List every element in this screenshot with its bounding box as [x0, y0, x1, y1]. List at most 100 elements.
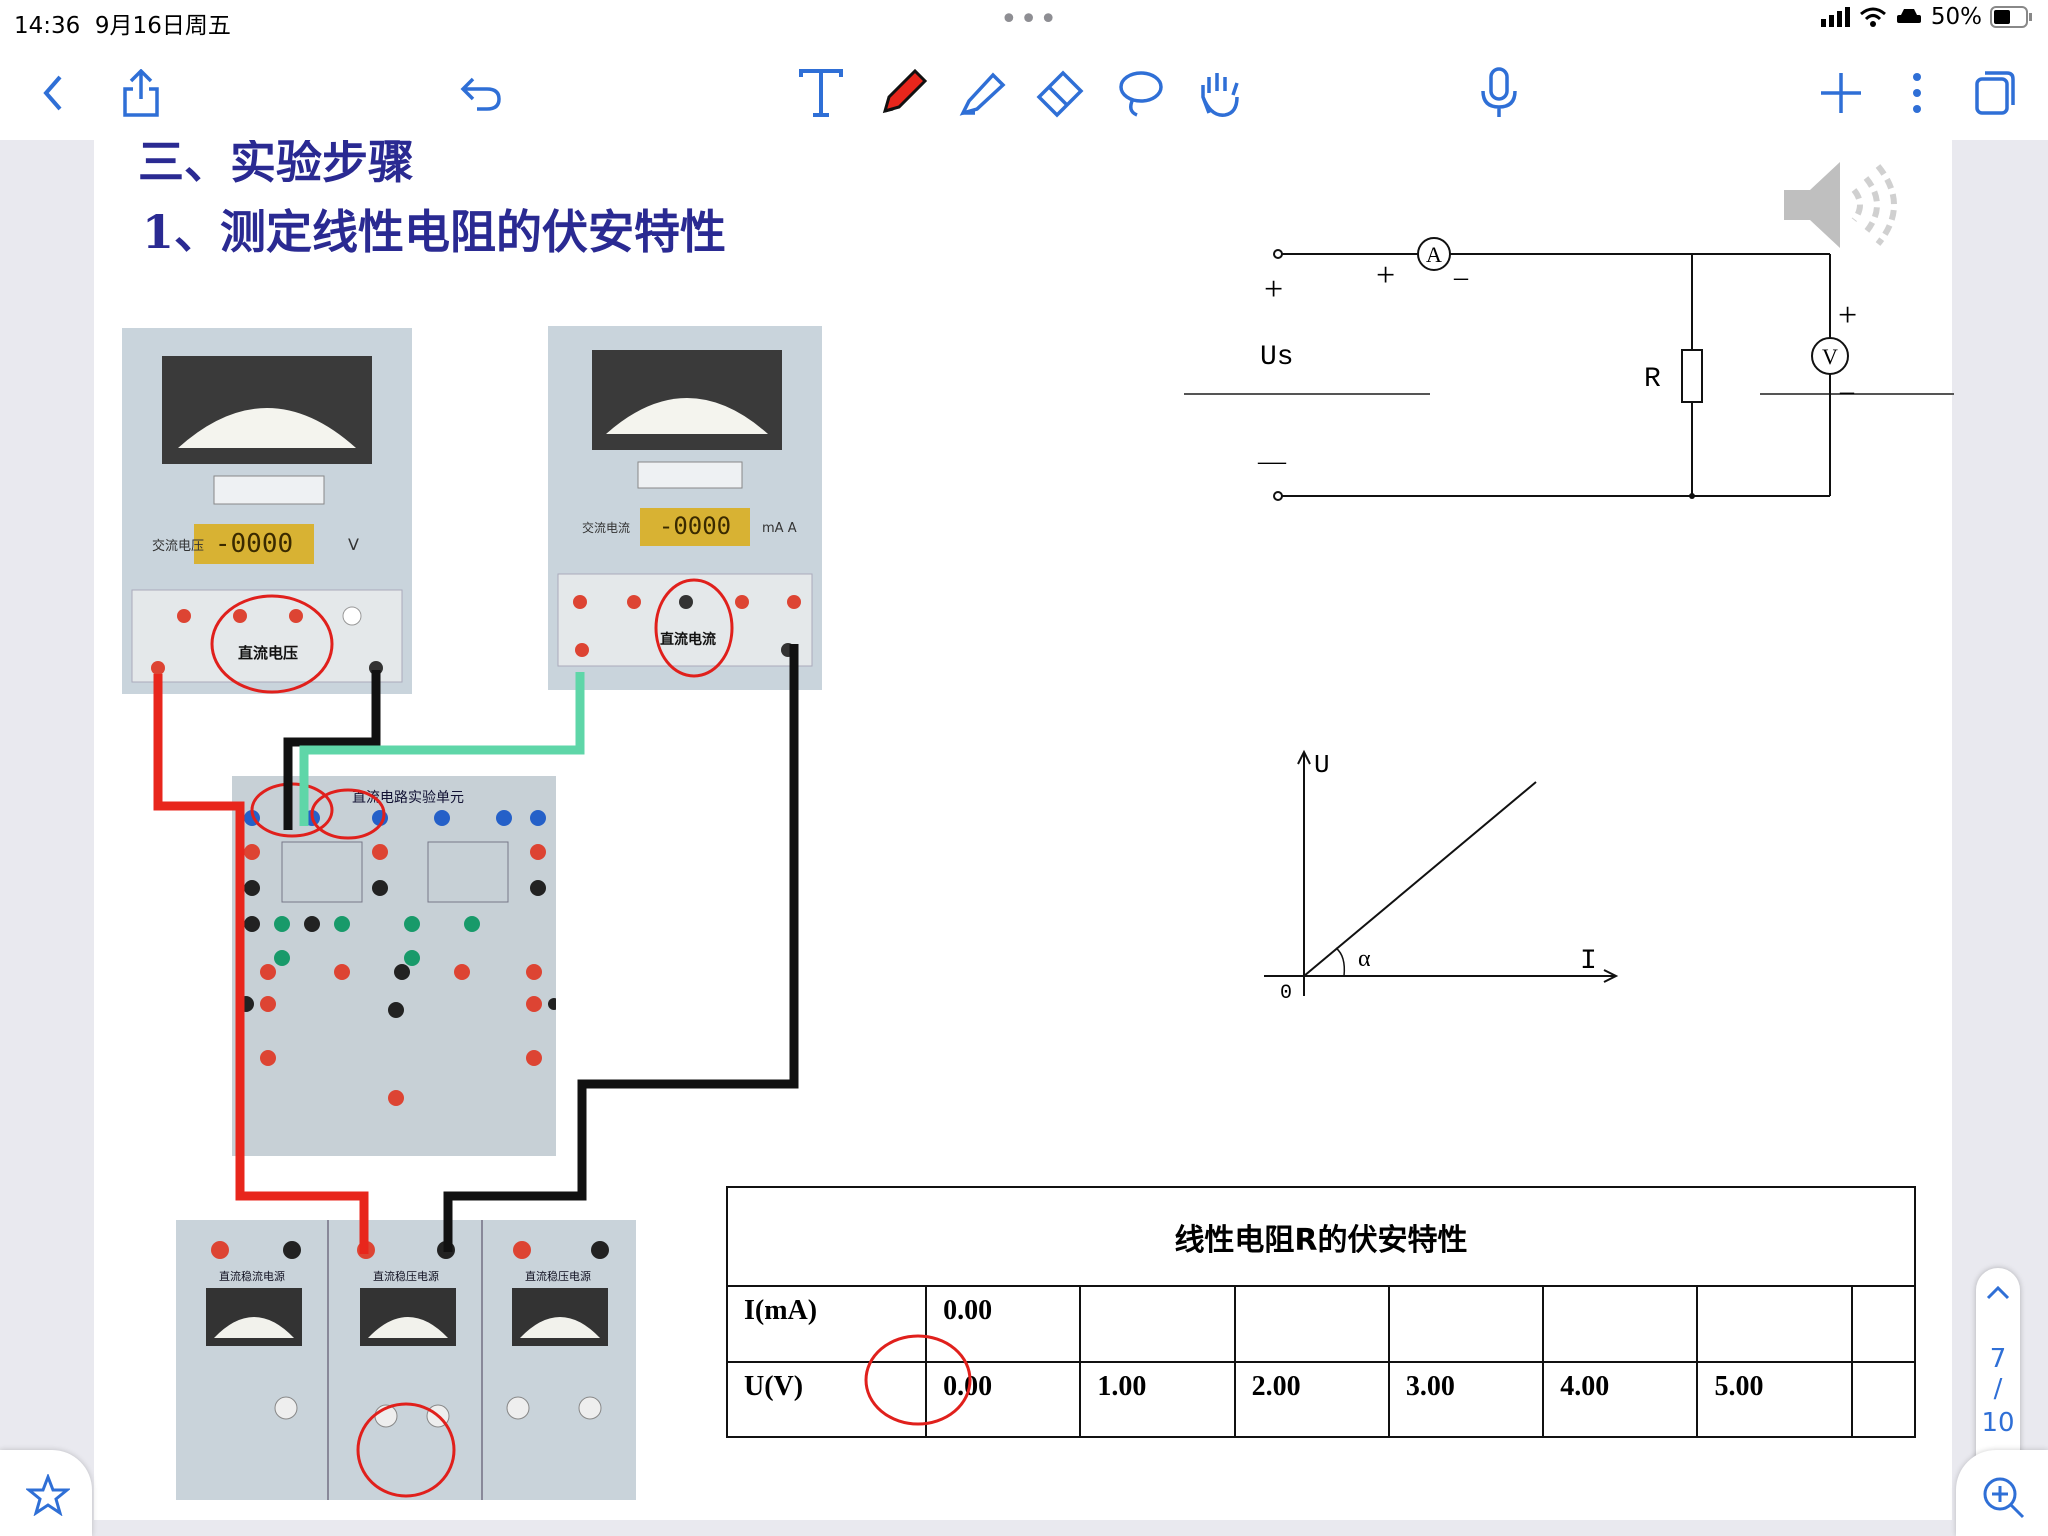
highlighter-tool-icon [959, 72, 1006, 116]
table-row: U(V) 0.00 1.00 2.00 3.00 4.00 5.00 [725, 1360, 1917, 1439]
svg-text:交流电压: 交流电压 [152, 538, 204, 554]
graph-y-label: U [1314, 750, 1330, 780]
table-cell[interactable] [1542, 1285, 1699, 1363]
text-tool-button[interactable] [794, 66, 848, 120]
table-cell[interactable]: 4.00 [1542, 1360, 1699, 1439]
svg-text:+: + [1838, 297, 1857, 334]
total-pages: 10 [1981, 1408, 2015, 1438]
hand-tool-icon [1201, 73, 1239, 117]
graph-angle: α [1358, 946, 1371, 972]
ammeter-label: A [1426, 242, 1442, 267]
circuit-diagram: A V + + – + – Us R — [1184, 237, 1954, 501]
status-right: 50% [1820, 4, 2034, 30]
svg-text:直流电流: 直流电流 [660, 631, 716, 648]
table-cell[interactable]: 1.00 [1079, 1360, 1236, 1439]
svg-text:+: + [1376, 257, 1395, 294]
document-viewport[interactable]: 三、实验步骤 1、测定线性电阻的伏安特性 A V [0, 140, 2048, 1536]
status-bar: 14:36 9月16日周五 ••• 50% [0, 0, 2048, 40]
pages-icon [1975, 71, 2015, 115]
pen-tool-button[interactable] [876, 66, 930, 120]
svg-text:直流稳压电源: 直流稳压电源 [373, 1269, 439, 1283]
text-tool-icon [799, 69, 843, 117]
graph-x-label: I [1580, 946, 1597, 977]
ui-line [1303, 781, 1537, 977]
eraser-tool-button[interactable] [1034, 66, 1088, 120]
lasso-tool-button[interactable] [1114, 66, 1168, 120]
highlighter-tool-button[interactable] [956, 66, 1010, 120]
row-label: I(mA) [725, 1285, 928, 1363]
voltmeter-photo: -0000 V 交流电压 直流电压 [122, 328, 412, 694]
svg-text:交流电流: 交流电流 [582, 520, 630, 535]
resistor-symbol [1681, 349, 1703, 403]
back-button[interactable] [26, 66, 80, 120]
speaker-icon[interactable] [1770, 150, 1910, 260]
table-cell[interactable] [1696, 1285, 1853, 1363]
annotation-circle [210, 594, 334, 694]
eraser-tool-icon [1036, 70, 1084, 118]
circuit-board-photo: 直流电路实验单元 [232, 776, 556, 1156]
table-cell[interactable]: 3.00 [1387, 1360, 1545, 1439]
hand-tool-button[interactable] [1194, 66, 1248, 120]
wiring-overlay [153, 644, 799, 1254]
svg-text:–: – [1839, 376, 1855, 407]
microphone-icon [1481, 67, 1517, 117]
zoom-button[interactable] [1956, 1450, 2048, 1536]
signal-icon [1820, 7, 1850, 27]
vi-table-container: 线性电阻R的伏安特性 I(mA) 0.00 U(V) 0.00 1.00 2.0… [725, 1185, 1917, 1439]
battery-percent: 50% [1930, 4, 1982, 30]
more-button[interactable] [1890, 66, 1944, 120]
undo-button[interactable] [454, 66, 508, 120]
black-wire [443, 644, 799, 1252]
multitask-dots[interactable]: ••• [1000, 2, 1060, 37]
back-chevron-icon [43, 75, 62, 111]
add-button[interactable] [1814, 66, 1868, 120]
page-separator: / [1993, 1374, 2003, 1404]
pen-tool-icon [882, 68, 928, 114]
svg-text:+: + [1264, 271, 1283, 308]
vi-table: 线性电阻R的伏安特性 I(mA) 0.00 U(V) 0.00 1.00 2.0… [725, 1185, 1917, 1439]
table-cell[interactable] [1387, 1285, 1545, 1363]
table-caption: 线性电阻R的伏安特性 [726, 1185, 1916, 1288]
svg-text:V: V [348, 535, 359, 554]
svg-text:mA A: mA A [762, 521, 797, 536]
star-icon [26, 1474, 70, 1516]
svg-text:–: – [1453, 262, 1469, 293]
resistor-label: R [1644, 364, 1661, 395]
black-wire [283, 670, 381, 830]
table-cell[interactable] [1079, 1285, 1236, 1363]
green-wire [299, 672, 585, 826]
table-cell[interactable] [1850, 1360, 1917, 1439]
table-cell[interactable]: 0.00 [925, 1285, 1082, 1363]
ui-graph: U I 0 α [1264, 749, 1619, 1005]
microphone-button[interactable] [1472, 66, 1526, 120]
table-cell[interactable]: 0.00 [925, 1360, 1082, 1439]
svg-text:直流稳流电源: 直流稳流电源 [219, 1269, 285, 1283]
wifi-icon [1859, 7, 1886, 27]
ammeter-photo: -0000 mA A 交流电流 直流电流 [548, 326, 822, 690]
share-icon [123, 69, 159, 117]
share-button[interactable] [114, 66, 168, 120]
table-cell[interactable] [1850, 1285, 1917, 1363]
svg-text:直流稳压电源: 直流稳压电源 [525, 1269, 591, 1283]
annotation-circle [356, 1402, 456, 1498]
lasso-tool-icon [1119, 71, 1163, 117]
chevron-up-icon[interactable] [1986, 1284, 2010, 1300]
zoom-in-icon [1983, 1477, 2025, 1519]
table-cell[interactable]: 5.00 [1696, 1360, 1853, 1439]
slide-subtitle: 1、测定线性电阻的伏安特性 [142, 205, 727, 259]
current-page: 7 [1989, 1344, 2007, 1374]
source-label: Us [1260, 342, 1294, 373]
favorite-button[interactable] [0, 1450, 92, 1536]
notes-toolbar [0, 40, 2048, 141]
table-cell[interactable]: 2.00 [1233, 1360, 1390, 1439]
voltmeter-label: V [1822, 344, 1838, 369]
pages-button[interactable] [1968, 66, 2022, 120]
svg-text:直流电压: 直流电压 [238, 644, 298, 662]
table-annotation-circle [864, 1334, 972, 1426]
row-label: U(V) [725, 1360, 928, 1439]
more-icon [1913, 73, 1921, 113]
battery-icon [1990, 6, 2032, 28]
table-cell[interactable] [1233, 1285, 1390, 1363]
section-title: 三、实验步骤 [138, 140, 414, 189]
voltmeter-display: -0000 [215, 529, 293, 559]
